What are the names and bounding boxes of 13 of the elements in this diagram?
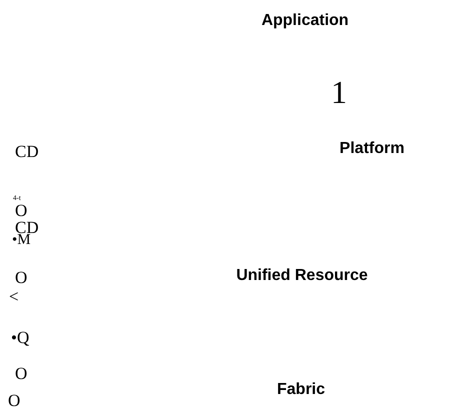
rotated-text-fragment: <: [9, 288, 19, 305]
layer-label: Platform: [340, 141, 404, 157]
layer-label: Unified Resource: [236, 268, 368, 284]
number-label: 1: [331, 76, 347, 108]
rotated-text-fragment: CD: [15, 143, 39, 160]
rotated-text-fragment: •Q: [11, 329, 30, 346]
rotated-text-fragment: O: [15, 202, 28, 219]
rotated-text-fragment: O: [15, 365, 28, 382]
layer-label: Application: [261, 13, 349, 29]
layer-label: Fabric: [277, 382, 325, 398]
rotated-text-fragment: •M: [12, 233, 31, 248]
rotated-text-fragment: O: [15, 269, 28, 286]
rotated-text-fragment: O: [8, 392, 20, 409]
